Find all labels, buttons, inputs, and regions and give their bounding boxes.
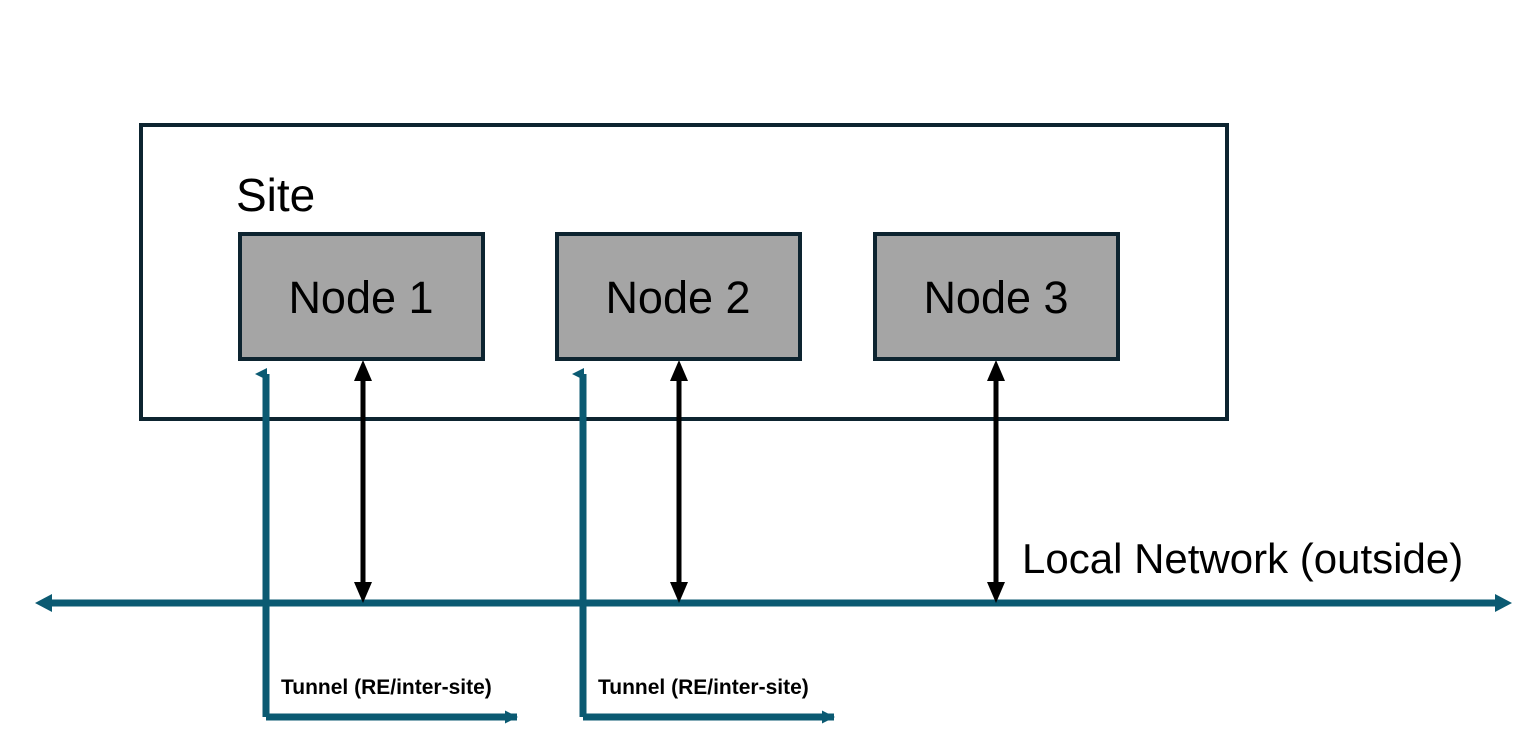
- local-link-arrow-down-node-3-icon: [987, 582, 1005, 603]
- local-network-arrow-left-icon: [35, 594, 52, 612]
- local-network-bus: [35, 594, 1512, 612]
- node-box-3-rect: [873, 232, 1120, 361]
- node-box-1-rect: [238, 232, 485, 361]
- local-link-arrow-up-node-1-icon: [354, 360, 372, 381]
- node-box-3[interactable]: Node 3: [873, 232, 1120, 361]
- local-link-node-3: [987, 360, 1005, 603]
- node-box-3-label: Node 3: [923, 272, 1068, 323]
- node-box-2-rect: [555, 232, 802, 361]
- tunnel-label-node-2: Tunnel (RE/inter-site): [598, 676, 809, 699]
- local-network-arrow-right-icon: [1495, 594, 1512, 612]
- local-link-node-1: [354, 360, 372, 603]
- local-link-arrow-up-node-2-icon: [670, 360, 688, 381]
- node-box-1[interactable]: Node 1: [238, 232, 485, 361]
- local-link-arrow-up-node-3-icon: [987, 360, 1005, 381]
- site-label: Site: [236, 169, 315, 221]
- local-link-node-2: [670, 360, 688, 603]
- local-link-arrow-down-node-2-icon: [670, 582, 688, 603]
- tunnel-link-node-2: Tunnel (RE/inter-site): [572, 368, 835, 724]
- node-box-1-label: Node 1: [288, 272, 433, 323]
- tunnel-label-node-1: Tunnel (RE/inter-site): [281, 676, 492, 699]
- tunnel-link-node-1: Tunnel (RE/inter-site): [255, 368, 518, 724]
- node-box-2[interactable]: Node 2: [555, 232, 802, 361]
- local-network-label: Local Network (outside): [1022, 535, 1463, 582]
- local-link-arrow-down-node-1-icon: [354, 582, 372, 603]
- node-box-2-label: Node 2: [605, 272, 750, 323]
